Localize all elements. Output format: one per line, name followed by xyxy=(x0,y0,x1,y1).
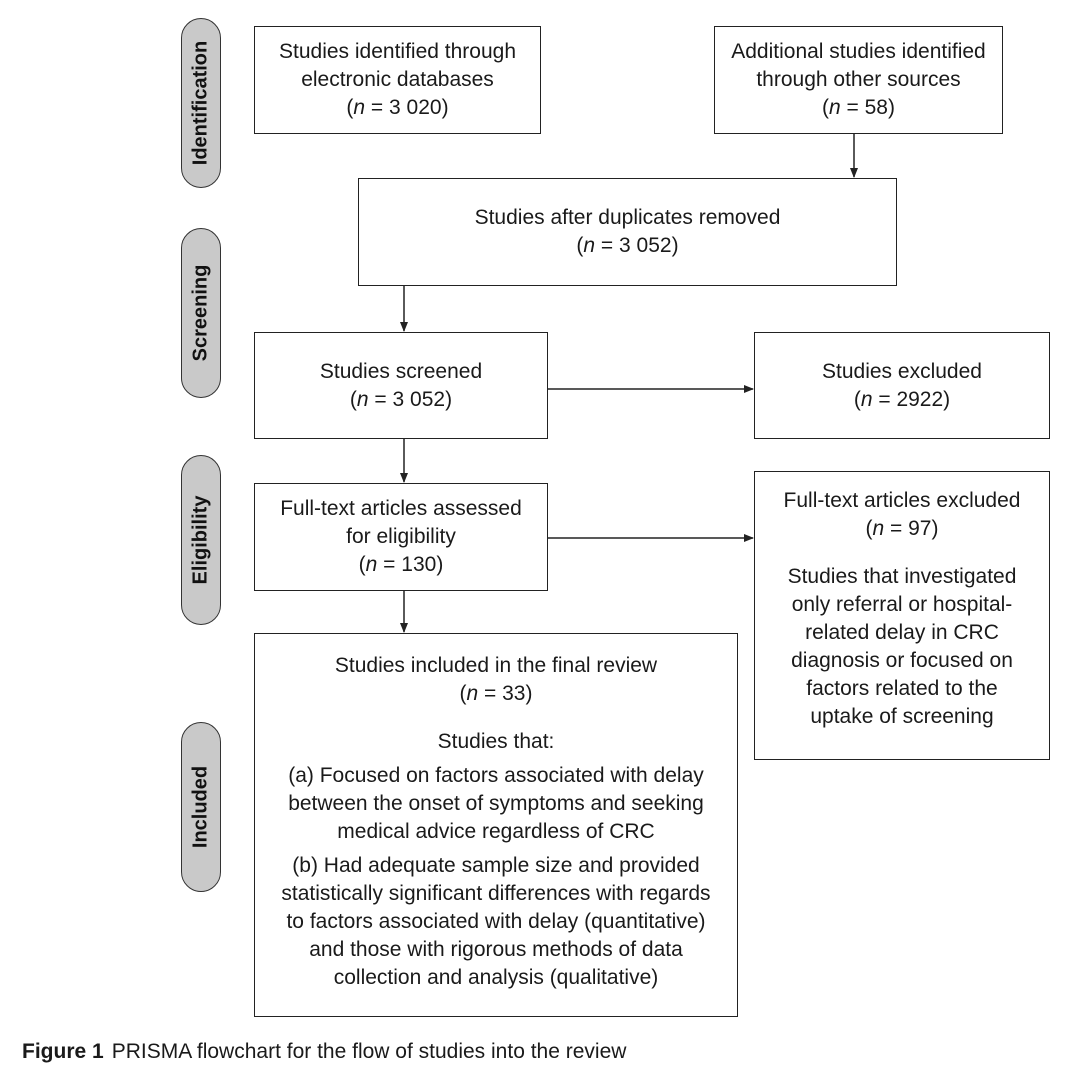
criteria-b-line: (b) Had adequate sample size and provide… xyxy=(292,854,700,877)
box-text: for eligibility xyxy=(346,525,456,548)
exclusion-reason-line: related delay in CRC xyxy=(805,621,999,644)
stage-eligibility: Eligibility xyxy=(181,455,221,625)
count-label: (n = 58) xyxy=(822,96,895,119)
box-text: Additional studies identified xyxy=(731,40,986,63)
exclusion-reason-line: only referral or hospital- xyxy=(791,593,1013,616)
figure-caption-text: PRISMA flowchart for the flow of studies… xyxy=(111,1040,627,1063)
count-label: (n = 3 052) xyxy=(349,387,453,411)
stage-identification: Identification xyxy=(181,18,221,188)
box-text: Full-text articles excluded xyxy=(783,489,1021,512)
exclusion-reason-line: uptake of screening xyxy=(810,705,994,728)
box-text: Studies excluded xyxy=(822,359,982,383)
count-label: (n = 2922) xyxy=(853,387,951,411)
box-text: electronic databases xyxy=(301,68,494,91)
final-review-box: Studies included in the final review (n … xyxy=(254,633,738,1017)
excluded-box: Studies excluded (n = 2922) xyxy=(754,332,1050,439)
figure-caption: Figure 1 PRISMA flowchart for the flow of… xyxy=(22,1040,626,1064)
count-label: (n = 3 020) xyxy=(346,96,449,119)
criteria-b-line: and those with rigorous methods of data xyxy=(309,938,683,961)
box-text: Studies identified through xyxy=(279,40,516,63)
count-label: (n = 97) xyxy=(865,517,939,540)
count-label: (n = 130) xyxy=(358,553,444,576)
stage-included: Included xyxy=(181,722,221,892)
exclusion-reason-line: Studies that investigated xyxy=(787,565,1017,588)
full-text-excluded-box: Full-text articles excluded (n = 97) Stu… xyxy=(754,471,1050,760)
figure-label: Figure 1 xyxy=(22,1040,104,1063)
criteria-heading: Studies that: xyxy=(437,730,555,753)
stage-screening: Screening xyxy=(181,228,221,398)
full-text-assessed-box: Full-text articles assessed for eligibil… xyxy=(254,483,548,591)
count-label: (n = 33) xyxy=(459,682,533,705)
criteria-b-line: statistically significant differences wi… xyxy=(281,882,711,905)
other-sources-box: Additional studies identified through ot… xyxy=(714,26,1003,134)
box-text: through other sources xyxy=(756,68,961,91)
box-text: Full-text articles assessed xyxy=(280,497,522,520)
screened-box: Studies screened (n = 3 052) xyxy=(254,332,548,439)
criteria-a-line: medical advice regardless of CRC xyxy=(337,820,655,843)
after-duplicates-box: Studies after duplicates removed (n = 3 … xyxy=(358,178,897,286)
criteria-b-line: collection and analysis (qualitative) xyxy=(333,966,659,989)
box-text: Studies after duplicates removed xyxy=(474,206,781,229)
databases-box: Studies identified through electronic da… xyxy=(254,26,541,134)
criteria-b-line: to factors associated with delay (quanti… xyxy=(286,910,706,933)
count-label: (n = 3 052) xyxy=(576,234,679,257)
criteria-a-line: between the onset of symptoms and seekin… xyxy=(288,792,704,815)
box-text: Studies screened xyxy=(319,359,483,383)
exclusion-reason-line: diagnosis or focused on xyxy=(791,649,1013,672)
box-text: Studies included in the final review xyxy=(334,654,658,677)
criteria-a-line: (a) Focused on factors associated with d… xyxy=(288,764,704,787)
exclusion-reason-line: factors related to the xyxy=(806,677,998,700)
